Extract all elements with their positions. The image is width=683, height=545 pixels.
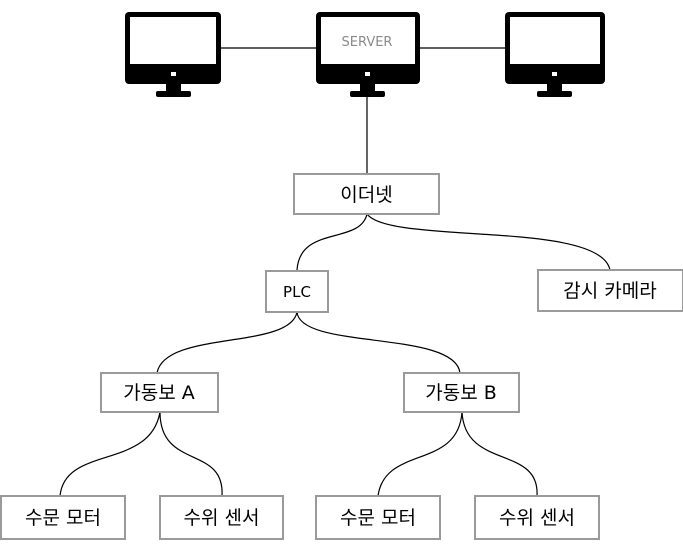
link-plc-gate-a bbox=[156, 311, 298, 374]
link-gate-b-motor bbox=[377, 411, 463, 497]
gate-a-motor-label: 수문 모터 bbox=[25, 507, 101, 529]
gate-a-sensor-node: 수위 센서 bbox=[159, 495, 284, 540]
gate-b-node: 가동보 B bbox=[403, 372, 520, 413]
server-label: SERVER bbox=[342, 35, 393, 50]
link-gate-a-sensor bbox=[159, 411, 223, 497]
gate-a-node: 가동보 A bbox=[100, 372, 219, 413]
plc-node: PLC bbox=[265, 270, 329, 313]
ethernet-label: 이더넷 bbox=[340, 184, 392, 206]
link-ethernet-camera bbox=[366, 213, 611, 271]
right-monitor-icon bbox=[505, 12, 605, 97]
left-monitor-icon bbox=[125, 12, 221, 97]
server-monitor-icon: SERVER bbox=[316, 12, 420, 97]
gate-a-sensor-label: 수위 센서 bbox=[184, 507, 260, 529]
gate-b-sensor-node: 수위 센서 bbox=[474, 495, 600, 540]
gate-a-motor-node: 수문 모터 bbox=[0, 495, 126, 540]
ethernet-node: 이더넷 bbox=[293, 173, 440, 215]
camera-node: 감시 카메라 bbox=[537, 269, 683, 312]
link-gate-a-motor bbox=[59, 411, 161, 497]
gate-a-label: 가동보 A bbox=[123, 382, 194, 404]
gate-b-motor-label: 수문 모터 bbox=[340, 507, 416, 529]
link-ethernet-plc bbox=[296, 213, 368, 271]
gate-b-motor-node: 수문 모터 bbox=[315, 495, 441, 540]
camera-label: 감시 카메라 bbox=[563, 280, 656, 302]
gate-b-sensor-label: 수위 센서 bbox=[499, 507, 575, 529]
link-plc-gate-b bbox=[296, 311, 461, 374]
link-gate-b-sensor bbox=[461, 411, 538, 497]
gate-b-label: 가동보 B bbox=[425, 382, 497, 404]
plc-label: PLC bbox=[283, 283, 311, 301]
